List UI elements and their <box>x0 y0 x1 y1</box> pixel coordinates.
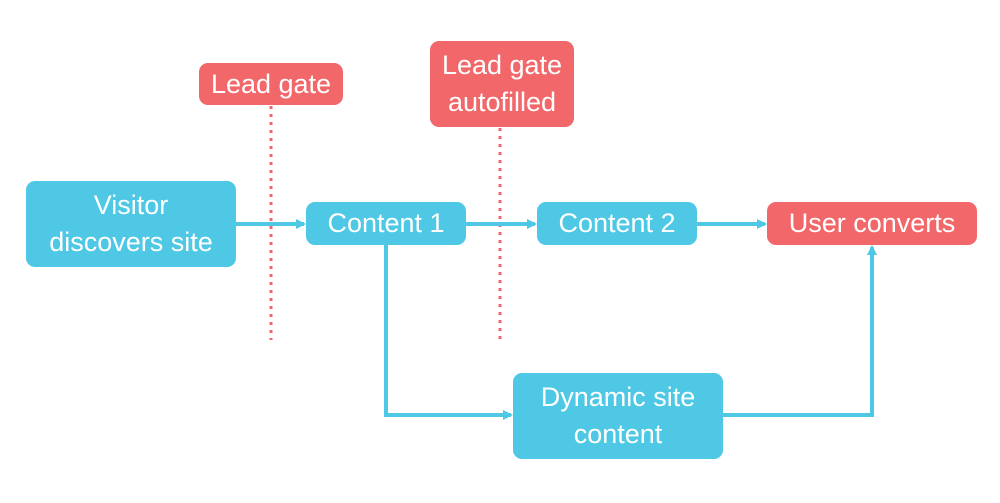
arrow-content1-to-dynamic <box>384 245 513 420</box>
arrow-dynamic-to-converts <box>723 245 877 417</box>
content-1-node: Content 1 <box>306 202 466 245</box>
visitor-discovers-site-node: Visitor discovers site <box>26 181 236 267</box>
dynamic-site-content-node: Dynamic site content <box>513 373 723 459</box>
lead-gate-autofilled-label: Lead gate autofilled <box>430 41 574 127</box>
content-2-node: Content 2 <box>537 202 697 245</box>
user-converts-node: User converts <box>767 202 977 245</box>
lead-gate-label: Lead gate <box>199 63 343 105</box>
